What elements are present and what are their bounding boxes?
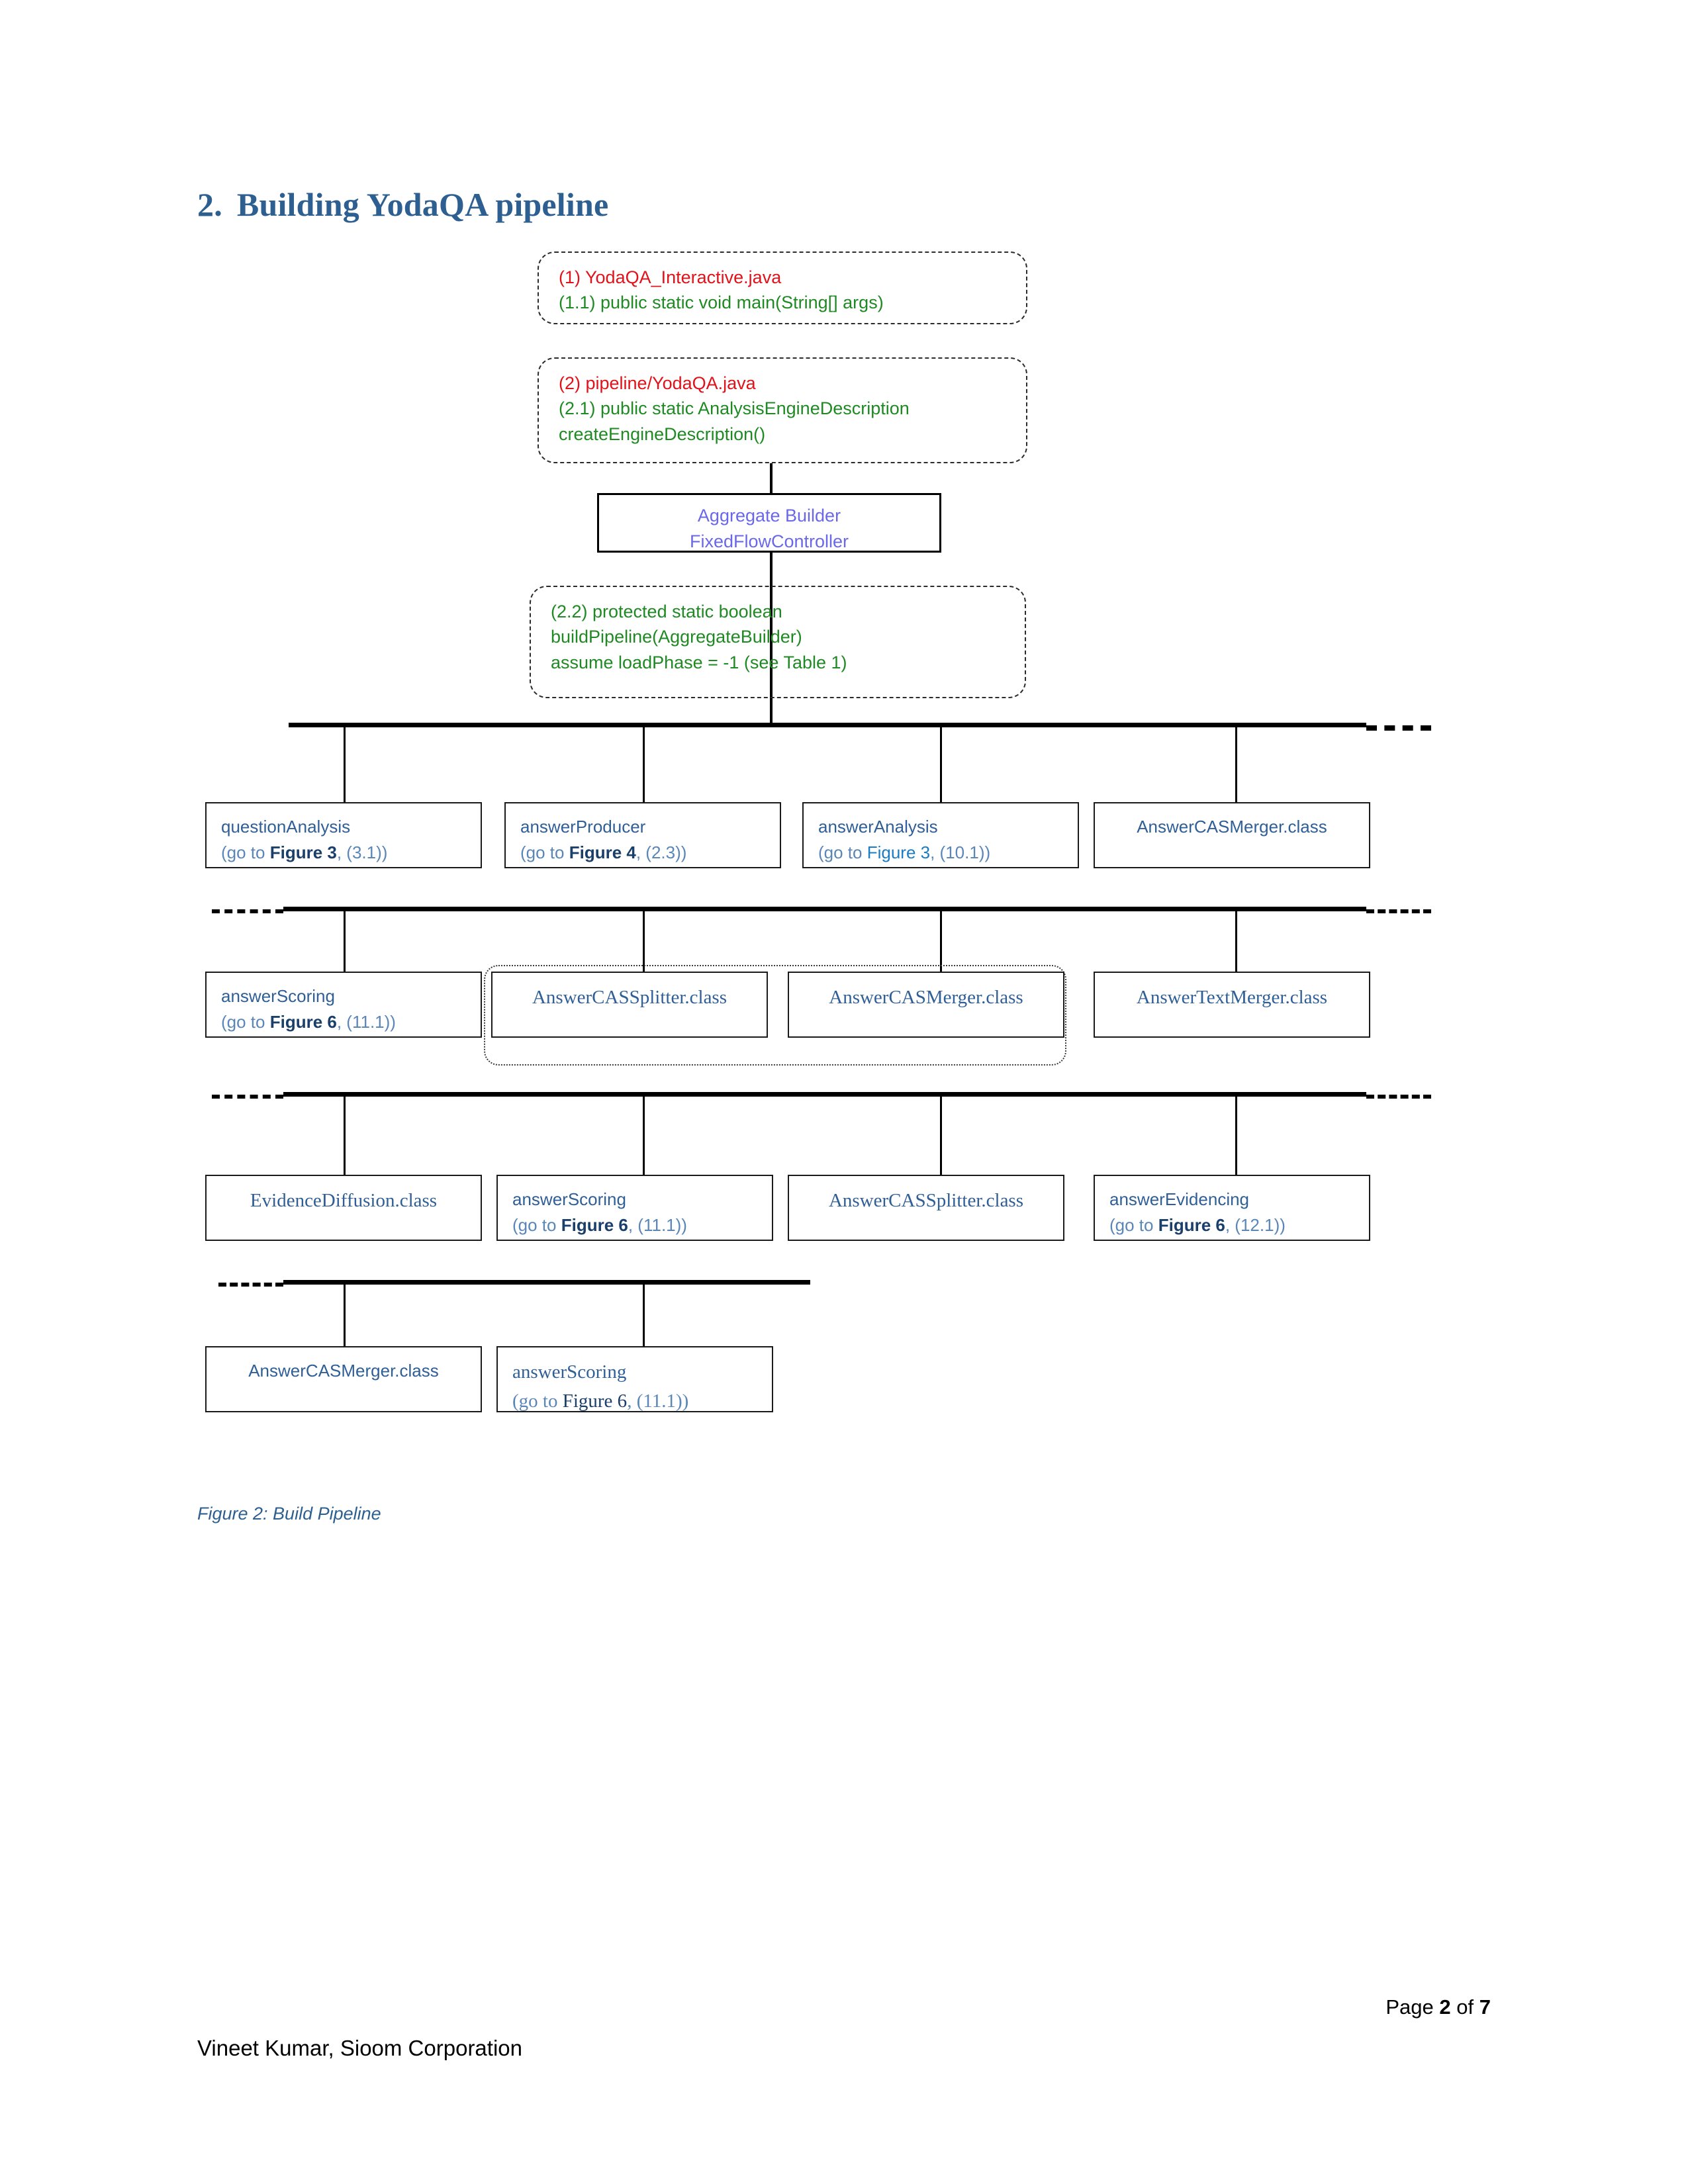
drop-row4-node2 <box>643 1280 645 1346</box>
node-title: AnswerCASMerger.class <box>1137 817 1327 837</box>
node-title: AnswerTextMerger.class <box>1136 987 1328 1008</box>
connector-callout2-to-aggregate <box>770 463 773 493</box>
callout-2-line-3: createEngineDescription() <box>559 424 766 444</box>
bus-row-1-dash-right <box>1366 725 1431 731</box>
drop-row3-node2 <box>643 1092 645 1175</box>
node-title: answerScoring <box>512 1189 626 1209</box>
drop-row1-node4 <box>1235 723 1237 802</box>
node-title: AnswerCASMerger.class <box>829 987 1023 1008</box>
bus-row-2-dash-left <box>212 909 283 913</box>
node-answer-text-merger-r2[interactable]: AnswerTextMerger.class <box>1094 972 1370 1038</box>
node-title: AnswerCASSplitter.class <box>532 987 727 1008</box>
page-title: 2. Building YodaQA pipeline <box>197 185 608 224</box>
callout-3-line-1: (2.2) protected static boolean <box>551 602 782 621</box>
bus-row-3 <box>283 1092 1366 1097</box>
group-splitter-merger <box>484 965 1066 1066</box>
footer-page-of: of <box>1456 1995 1474 2019</box>
aggregate-builder-line-2: FixedFlowController <box>689 531 849 552</box>
node-title: answerProducer <box>520 817 646 837</box>
drop-row3-node1 <box>344 1092 346 1175</box>
aggregate-builder-box: Aggregate Builder FixedFlowController <box>597 493 941 553</box>
connector-aggregate-to-bus-1 <box>770 553 773 725</box>
node-answer-cas-splitter-r3[interactable]: AnswerCASSplitter.class <box>788 1175 1064 1241</box>
callout-3-line-2: buildPipeline(AggregateBuilder) <box>551 627 802 647</box>
node-answer-producer[interactable]: answerProducer (go to Figure 4, (2.3)) <box>504 802 781 868</box>
callout-2-line-2: (2.1) public static AnalysisEngineDescri… <box>559 398 910 419</box>
drop-row1-node2 <box>643 723 645 802</box>
aggregate-builder-line-1: Aggregate Builder <box>697 506 841 525</box>
node-answer-analysis[interactable]: answerAnalysis (go to Figure 3, (10.1)) <box>802 802 1079 868</box>
bus-row-4-dash-left <box>218 1283 283 1287</box>
node-title: answerScoring <box>512 1361 627 1383</box>
drop-row2-node4 <box>1235 907 1237 972</box>
footer-author: Vineet Kumar, Sioom Corporation <box>197 2036 522 2060</box>
callout-2-line-1: (2) pipeline/YodaQA.java <box>559 373 756 393</box>
node-answer-cas-merger-r4[interactable]: AnswerCASMerger.class <box>205 1346 482 1412</box>
node-title: AnswerCASMerger.class <box>248 1361 439 1381</box>
drop-row1-node1 <box>344 723 346 802</box>
callout-1-line-2: (1.1) public static void main(String[] a… <box>559 293 884 313</box>
drop-row3-node4 <box>1235 1092 1237 1175</box>
footer-page-current: 2 <box>1439 1995 1451 2019</box>
footer-page-total: 7 <box>1479 1995 1491 2019</box>
node-title: questionAnalysis <box>221 817 351 837</box>
node-answer-scoring-r3[interactable]: answerScoring (go to Figure 6, (11.1)) <box>496 1175 773 1241</box>
drop-row4-node1 <box>344 1280 346 1346</box>
node-evidence-diffusion-r3[interactable]: EvidenceDiffusion.class <box>205 1175 482 1241</box>
bus-row-2-dash-right <box>1366 909 1431 913</box>
node-answer-cas-splitter-r2[interactable]: AnswerCASSplitter.class <box>491 972 768 1038</box>
node-answer-evidencing-r3[interactable]: answerEvidencing (go to Figure 6, (12.1)… <box>1094 1175 1370 1241</box>
callout-yodaqa-interactive: (1) YodaQA_Interactive.java (1.1) public… <box>538 251 1027 324</box>
callout-1-line-1: (1) YodaQA_Interactive.java <box>559 267 782 287</box>
drop-row3-node3 <box>940 1092 942 1175</box>
node-answer-scoring-r4[interactable]: answerScoring (go to Figure 6, (11.1)) <box>496 1346 773 1412</box>
bus-row-3-dash-left <box>212 1095 283 1099</box>
node-reference: (go to Figure 6, (11.1)) <box>512 1215 687 1235</box>
bus-row-4 <box>283 1280 810 1285</box>
callout-3-line-3: assume loadPhase = -1 (see Table 1) <box>551 652 847 672</box>
callout-build-pipeline: (2.2) protected static boolean buildPipe… <box>530 586 1026 698</box>
node-reference: (go to Figure 6, (12.1)) <box>1109 1215 1286 1235</box>
node-title: answerAnalysis <box>818 817 938 837</box>
bus-row-2 <box>283 907 1366 911</box>
node-title: answerEvidencing <box>1109 1189 1250 1209</box>
node-title: EvidenceDiffusion.class <box>250 1190 438 1211</box>
bus-row-1 <box>289 723 1366 727</box>
node-answer-cas-merger-r1[interactable]: AnswerCASMerger.class <box>1094 802 1370 868</box>
node-reference: (go to Figure 3, (3.1)) <box>221 842 388 862</box>
drop-row2-node2 <box>643 907 645 972</box>
node-answer-scoring-r2[interactable]: answerScoring (go to Figure 6, (11.1)) <box>205 972 482 1038</box>
page-title-number: 2. <box>197 186 222 223</box>
node-title: answerScoring <box>221 986 335 1006</box>
node-title: AnswerCASSplitter.class <box>828 1190 1024 1211</box>
node-reference: (go to Figure 6, (11.1)) <box>512 1390 689 1412</box>
node-answer-cas-merger-r2[interactable]: AnswerCASMerger.class <box>788 972 1064 1038</box>
drop-row2-node3 <box>940 907 942 972</box>
figure-caption: Figure 2: Build Pipeline <box>197 1504 381 1524</box>
page-title-text: Building YodaQA pipeline <box>236 186 609 223</box>
footer-page-prefix: Page <box>1385 1995 1434 2019</box>
footer-page-number: Page 2 of 7 <box>1385 1995 1491 2019</box>
node-reference: (go to Figure 6, (11.1)) <box>221 1012 396 1032</box>
drop-row1-node3 <box>940 723 942 802</box>
node-reference: (go to Figure 3, (10.1)) <box>818 842 991 862</box>
drop-row2-node1 <box>344 907 346 972</box>
node-question-analysis[interactable]: questionAnalysis (go to Figure 3, (3.1)) <box>205 802 482 868</box>
bus-row-3-dash-right <box>1366 1095 1431 1099</box>
callout-pipeline-yodaqa: (2) pipeline/YodaQA.java (2.1) public st… <box>538 357 1027 463</box>
node-reference: (go to Figure 4, (2.3)) <box>520 842 687 862</box>
